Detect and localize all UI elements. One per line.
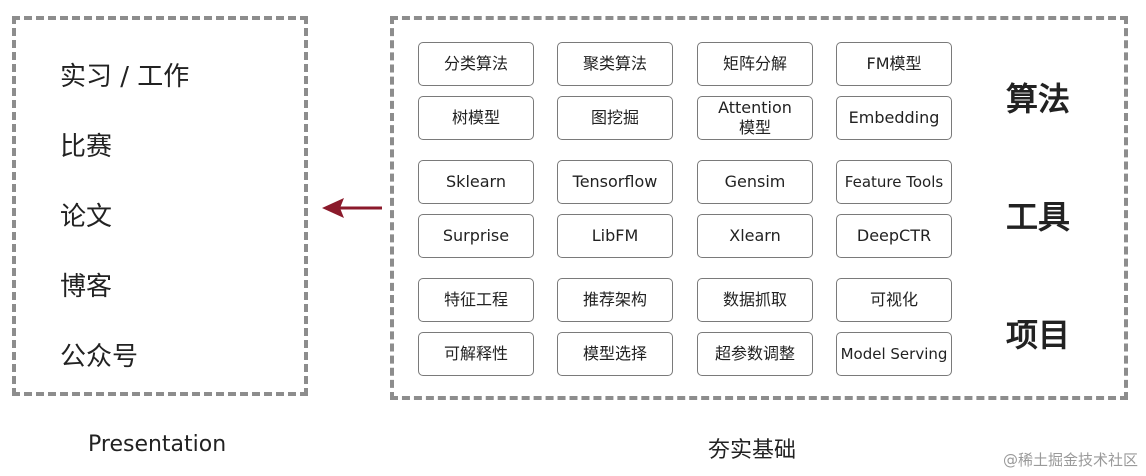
grid-cell: DeepCTR: [836, 214, 952, 258]
grid-cell: Gensim: [697, 160, 813, 204]
presentation-panel: 实习 / 工作 比赛 论文 博客 公众号: [12, 16, 308, 396]
grid-cell: FM模型: [836, 42, 952, 86]
foundation-panel: 分类算法 聚类算法 矩阵分解 FM模型 树模型 图挖掘 Attention 模型…: [390, 16, 1128, 400]
grid-cell: Model Serving: [836, 332, 952, 376]
left-item-competition: 比赛: [60, 132, 113, 162]
grid-cell: 超参数调整: [697, 332, 813, 376]
category-label-algorithm: 算法: [1006, 80, 1071, 118]
category-label-projects: 项目: [1006, 316, 1071, 354]
grid-cell: Surprise: [418, 214, 534, 258]
grid-cell: Feature Tools: [836, 160, 952, 204]
grid-cell: 数据抓取: [697, 278, 813, 322]
left-arrow-icon: [322, 198, 382, 218]
category-label-tools: 工具: [1006, 198, 1071, 236]
grid-cell: 聚类算法: [557, 42, 673, 86]
grid-cell: 树模型: [418, 96, 534, 140]
left-item-paper: 论文: [60, 202, 113, 232]
grid-cell: 矩阵分解: [697, 42, 813, 86]
grid-cell: LibFM: [557, 214, 673, 258]
left-item-official-account: 公众号: [60, 342, 139, 372]
watermark: @稀土掘金技术社区: [1002, 451, 1138, 469]
grid-cell: 推荐架构: [557, 278, 673, 322]
left-item-blog: 博客: [60, 272, 113, 302]
caption-presentation: Presentation: [88, 432, 227, 457]
grid-cell: 图挖掘: [557, 96, 673, 140]
grid-cell: Tensorflow: [557, 160, 673, 204]
grid-cell: 模型选择: [557, 332, 673, 376]
grid-cell: Attention 模型: [697, 96, 813, 140]
grid-cell: Xlearn: [697, 214, 813, 258]
caption-foundation: 夯实基础: [708, 438, 797, 463]
grid-cell: 可视化: [836, 278, 952, 322]
grid-cell: 特征工程: [418, 278, 534, 322]
left-item-internship: 实习 / 工作: [60, 62, 190, 92]
grid-cell: 分类算法: [418, 42, 534, 86]
grid-cell: 可解释性: [418, 332, 534, 376]
grid-cell: Embedding: [836, 96, 952, 140]
grid-cell: Sklearn: [418, 160, 534, 204]
